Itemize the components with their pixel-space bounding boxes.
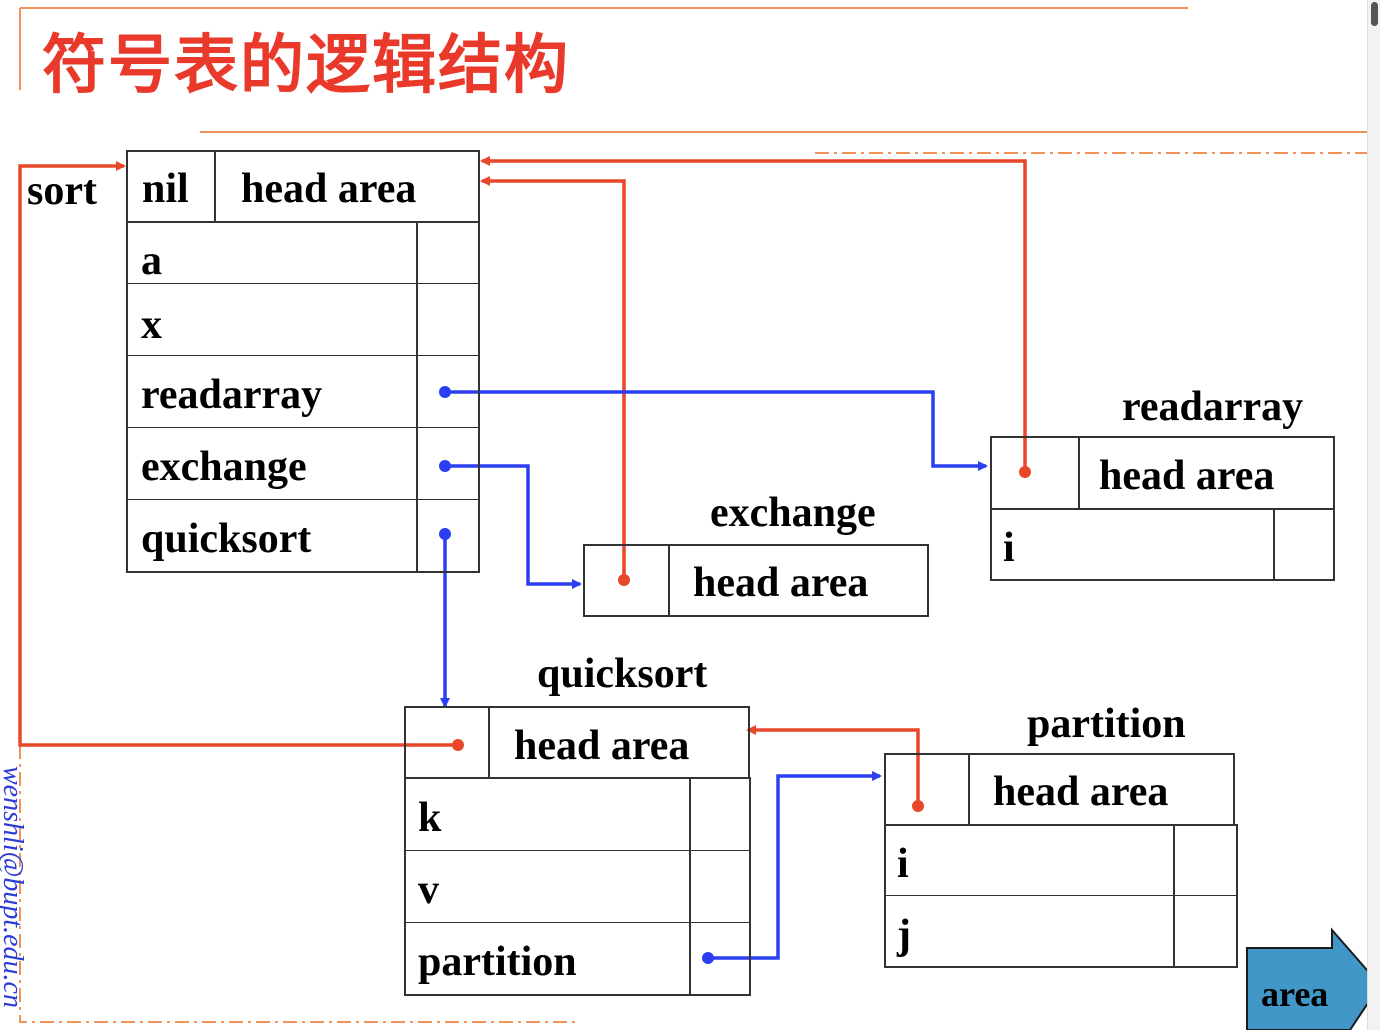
area-arrow-button[interactable]: area <box>1247 948 1377 1030</box>
pointer-readarray-to-sort <box>480 156 1027 472</box>
partition-entry: j <box>897 912 911 958</box>
readarray-head-area: head area <box>1099 453 1275 499</box>
readarray-entry: i <box>1003 525 1015 571</box>
pointer-quicksort-to-sort <box>18 161 458 747</box>
table-label-quicksort: quicksort <box>537 651 708 697</box>
readarray-name-column <box>990 508 1275 581</box>
pointer-exchange-to-sort <box>480 176 626 580</box>
exchange-link-cell <box>583 544 670 617</box>
quicksort-entry: partition <box>418 939 577 985</box>
pointer-dot <box>439 460 451 472</box>
partition-head-area: head area <box>993 769 1169 815</box>
area-arrow-shape <box>1246 927 1380 1030</box>
slide-title: 符号表的逻辑结构 <box>42 29 570 103</box>
quicksort-entry: k <box>418 795 442 841</box>
row-divider <box>126 355 480 356</box>
pointer-dot <box>912 800 924 812</box>
pointer-sort-readarray <box>445 390 988 471</box>
table-label-exchange: exchange <box>710 490 876 536</box>
row-divider <box>884 895 1238 896</box>
content-frame-bottom-left <box>19 745 580 1023</box>
watermark-email: wenshli@bupt.edu.cn <box>0 766 28 1008</box>
sort-entry: readarray <box>141 372 323 418</box>
partition-entry: i <box>897 841 909 887</box>
sort-name-column <box>126 221 418 573</box>
pointer-sort-exchange <box>445 464 582 589</box>
vertical-scrollbar[interactable] <box>1367 0 1380 1030</box>
row-divider <box>404 850 751 851</box>
quicksort-entry: v <box>418 867 439 913</box>
content-frame-top-right <box>815 152 1369 345</box>
exchange-head-area: head area <box>693 560 869 606</box>
scrollbar-thumb[interactable] <box>1371 2 1378 26</box>
pointer-dot <box>452 739 464 751</box>
partition-name-column <box>884 824 1175 968</box>
row-divider <box>404 922 751 923</box>
partition-link-cell <box>884 753 970 826</box>
sort-entry: exchange <box>141 444 307 490</box>
readarray-link-cell <box>990 436 1080 510</box>
pointer-dot <box>618 574 630 586</box>
pointer-dot <box>439 528 451 540</box>
pointer-dot <box>439 386 451 398</box>
row-divider <box>126 499 480 500</box>
row-divider <box>126 427 480 428</box>
sort-head-area: head area <box>241 166 417 212</box>
row-divider <box>126 283 480 284</box>
sort-entry: quicksort <box>141 516 312 562</box>
sort-nil-text: nil <box>142 166 189 212</box>
area-button-label: area <box>1261 974 1329 1014</box>
pointer-partition-to-quicksort <box>746 725 920 806</box>
table-label-partition: partition <box>1027 701 1186 747</box>
quicksort-link-cell <box>404 706 490 779</box>
table-label-readarray: readarray <box>1122 384 1304 430</box>
sort-entry: a <box>141 238 162 284</box>
pointer-quicksort-partition <box>708 771 882 960</box>
table-label-sort: sort <box>27 168 97 214</box>
pointer-dot <box>1019 466 1031 478</box>
quicksort-name-column <box>404 777 691 996</box>
sort-entry: x <box>141 302 162 348</box>
quicksort-head-area: head area <box>514 723 690 769</box>
pointer-dot <box>702 952 714 964</box>
